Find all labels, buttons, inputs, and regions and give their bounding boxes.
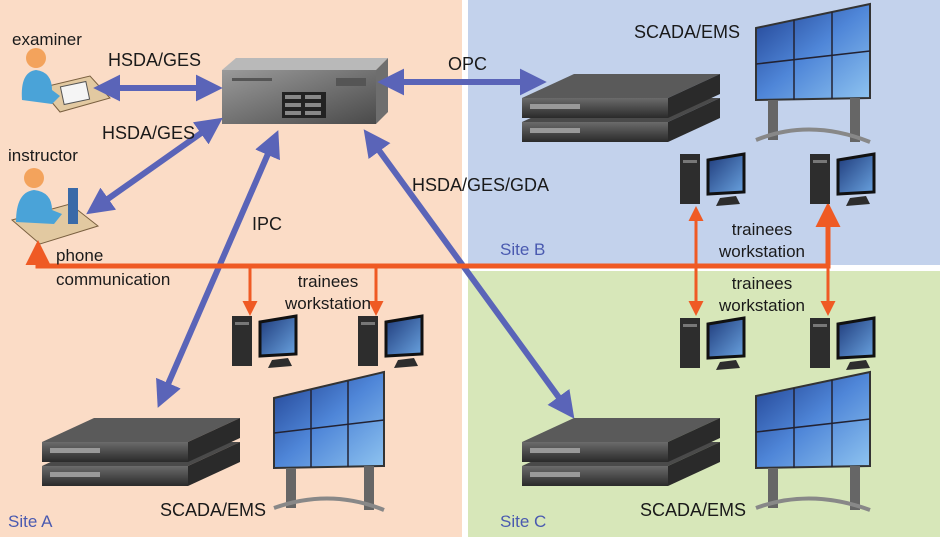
site-c-label: Site C xyxy=(500,512,547,531)
ws-c-label-line1: trainees xyxy=(731,274,793,293)
scada-server-c-icon xyxy=(522,418,720,486)
ws-a-label-line2: workstation xyxy=(285,294,371,313)
ws-b-label-line2: workstation xyxy=(719,242,805,261)
workstation-b2-icon xyxy=(810,152,876,206)
ws-c-label-line2: workstation xyxy=(719,296,805,315)
ipc-link-arrow xyxy=(156,130,280,408)
site-a-label: Site A xyxy=(8,512,53,531)
workstation-b1-icon xyxy=(680,152,746,206)
workstation-c2-icon xyxy=(810,316,876,370)
instructor-label: instructor xyxy=(8,146,78,165)
scada-a-label: SCADA/EMS xyxy=(160,500,267,520)
site-c-link-label: HSDA/GES/GDA xyxy=(412,175,550,195)
examiner-link-label: HSDA/GES xyxy=(108,50,202,70)
ipc-label: IPC xyxy=(252,214,283,234)
scada-server-a-icon xyxy=(42,418,240,486)
video-wall-b-icon xyxy=(755,2,871,144)
workstation-a2-icon xyxy=(358,314,424,368)
phone-label-line1: phone xyxy=(56,246,104,265)
scada-server-b-icon xyxy=(522,74,720,142)
ws-b-label-line1: trainees xyxy=(731,220,793,239)
instructor-link-label: HSDA/GES xyxy=(102,123,196,143)
workstation-a1-icon xyxy=(232,314,298,368)
examiner-icon xyxy=(21,48,111,113)
central-server-icon xyxy=(222,58,388,124)
video-wall-a-icon xyxy=(273,370,385,512)
site-b-label: Site B xyxy=(500,240,546,259)
examiner-label: examiner xyxy=(12,30,82,49)
opc-label: OPC xyxy=(448,54,488,74)
phone-bus-line xyxy=(25,202,841,269)
scada-b-label: SCADA/EMS xyxy=(634,22,741,42)
video-wall-c-icon xyxy=(755,370,871,512)
phone-label-line2: communication xyxy=(56,270,171,289)
workstation-c1-icon xyxy=(680,316,746,370)
ws-a-label-line1: trainees xyxy=(297,272,359,291)
site-c-link-arrow xyxy=(363,129,575,419)
scada-c-label: SCADA/EMS xyxy=(640,500,747,520)
